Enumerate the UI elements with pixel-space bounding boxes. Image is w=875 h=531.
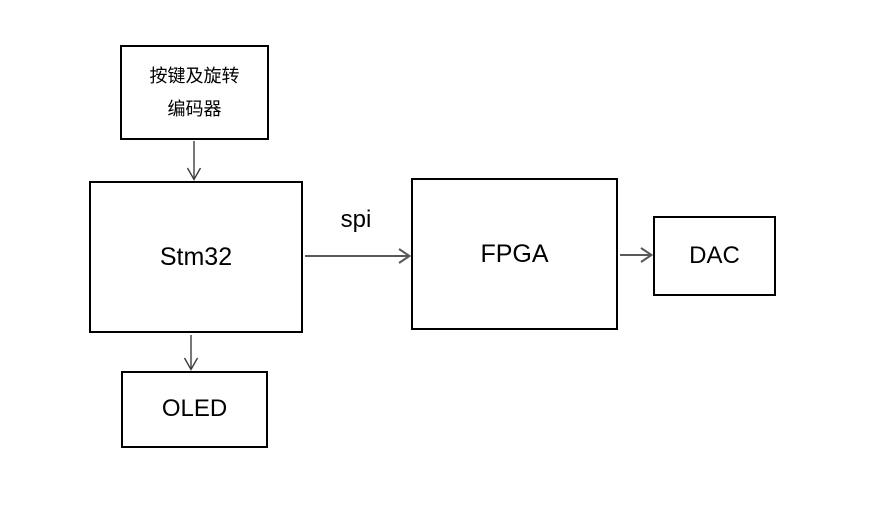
node-encoder-label-line1: 按键及旋转 — [149, 65, 240, 87]
node-encoder: 按键及旋转 编码器 — [120, 45, 269, 140]
edge-label-spi: spi — [340, 206, 372, 233]
node-encoder-label-line2: 编码器 — [167, 98, 222, 120]
node-stm32-label: Stm32 — [159, 243, 233, 271]
node-oled: OLED — [121, 371, 268, 448]
arrow-stm32-to-fpga — [305, 248, 412, 264]
arrow-encoder-to-stm32 — [186, 141, 202, 181]
arrow-stm32-to-oled — [183, 335, 199, 371]
node-dac-label: DAC — [689, 241, 740, 269]
arrow-fpga-to-dac — [620, 247, 654, 263]
node-fpga: FPGA — [411, 178, 618, 330]
node-dac: DAC — [653, 216, 776, 296]
node-stm32: Stm32 — [89, 181, 303, 333]
node-fpga-label: FPGA — [480, 240, 549, 268]
node-oled-label: OLED — [161, 395, 228, 423]
